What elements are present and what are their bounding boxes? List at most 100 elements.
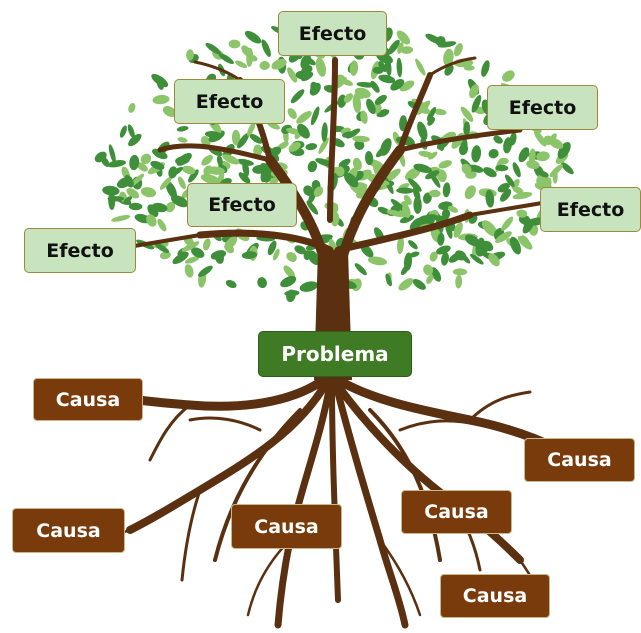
leaf — [191, 247, 205, 258]
leaf — [399, 214, 415, 224]
leaf — [458, 143, 469, 156]
leaf — [267, 240, 277, 256]
leaf — [168, 166, 178, 179]
cause-label: Causa — [424, 501, 489, 523]
leaf — [442, 182, 451, 198]
leaf — [218, 53, 234, 65]
leaf — [441, 252, 449, 266]
leaf — [290, 89, 305, 104]
leaf — [495, 231, 512, 243]
leaf — [421, 214, 437, 221]
leaf — [253, 144, 263, 157]
leaf — [237, 133, 250, 149]
leaf — [124, 174, 134, 188]
leaf — [434, 108, 447, 116]
leaf — [205, 42, 221, 55]
leaf — [398, 278, 414, 291]
leaf — [408, 240, 418, 250]
leaf — [396, 57, 403, 78]
leaf — [403, 252, 413, 271]
leaf — [303, 185, 314, 196]
leaf — [482, 240, 494, 252]
leaf — [386, 209, 405, 218]
leaf — [140, 187, 157, 198]
leaf — [512, 162, 521, 178]
leaf — [537, 170, 549, 178]
leaf — [287, 67, 298, 83]
leaf — [102, 185, 120, 196]
leaf — [170, 195, 189, 208]
leaf — [493, 135, 503, 144]
leaf — [354, 140, 365, 150]
leaf — [437, 41, 457, 48]
leaf — [469, 253, 484, 265]
leaf — [501, 216, 514, 231]
leaf — [269, 146, 282, 157]
leaf — [129, 154, 140, 171]
leaf — [162, 106, 177, 117]
leaf — [512, 186, 524, 194]
leaf — [561, 162, 574, 175]
leaf — [224, 243, 235, 254]
effect-label: Efecto — [46, 239, 114, 262]
leaf — [460, 106, 474, 122]
leaf — [526, 160, 540, 170]
leaf — [241, 251, 258, 259]
leaf — [259, 60, 270, 71]
leaf — [294, 245, 306, 255]
leaf — [184, 264, 194, 278]
leaf — [156, 77, 164, 90]
leaf — [313, 186, 324, 197]
leaf — [146, 214, 157, 227]
leaf — [380, 138, 392, 156]
leaf — [198, 265, 213, 277]
leaf — [299, 281, 318, 292]
leaf — [343, 93, 354, 103]
effect-box-2: Efecto — [174, 79, 285, 124]
leaf — [548, 138, 564, 149]
effect-label: Efecto — [556, 198, 625, 221]
leaf — [283, 265, 295, 279]
leaf — [481, 220, 498, 237]
leaf — [249, 133, 263, 144]
leaf — [495, 164, 509, 172]
leaf — [405, 167, 421, 181]
leaf — [344, 172, 359, 188]
leaf — [390, 198, 405, 212]
leaf — [512, 192, 533, 200]
leaf — [399, 80, 415, 92]
leaf — [378, 74, 396, 84]
effect-label: Efecto — [508, 96, 577, 119]
leaf — [203, 238, 211, 251]
leaf — [436, 169, 447, 183]
effect-label: Efecto — [195, 90, 264, 113]
leaf — [469, 84, 479, 99]
leaf — [257, 277, 267, 289]
leaf — [128, 102, 136, 113]
leaf — [464, 234, 480, 247]
effect-box-3: Efecto — [487, 85, 598, 130]
leaf — [127, 124, 135, 139]
leaf — [330, 211, 340, 227]
leaf — [277, 141, 289, 150]
leaf — [397, 42, 404, 54]
leaf — [165, 201, 176, 213]
leaf — [147, 204, 159, 218]
leaf — [367, 256, 388, 266]
cause-box-4: Causa — [12, 508, 125, 553]
problem-box: Problema — [258, 331, 412, 377]
leaf — [409, 251, 420, 258]
cause-label: Causa — [547, 449, 612, 471]
leaf — [130, 173, 145, 187]
leaf — [430, 267, 442, 282]
leaf — [236, 158, 254, 166]
leaf — [503, 137, 513, 154]
leaf — [396, 187, 414, 194]
leaf — [305, 143, 318, 151]
leaf — [159, 251, 171, 260]
leaf — [296, 110, 312, 124]
leaf — [356, 81, 376, 88]
leaf — [128, 133, 142, 147]
leaf — [463, 121, 471, 136]
leaf — [200, 174, 220, 185]
